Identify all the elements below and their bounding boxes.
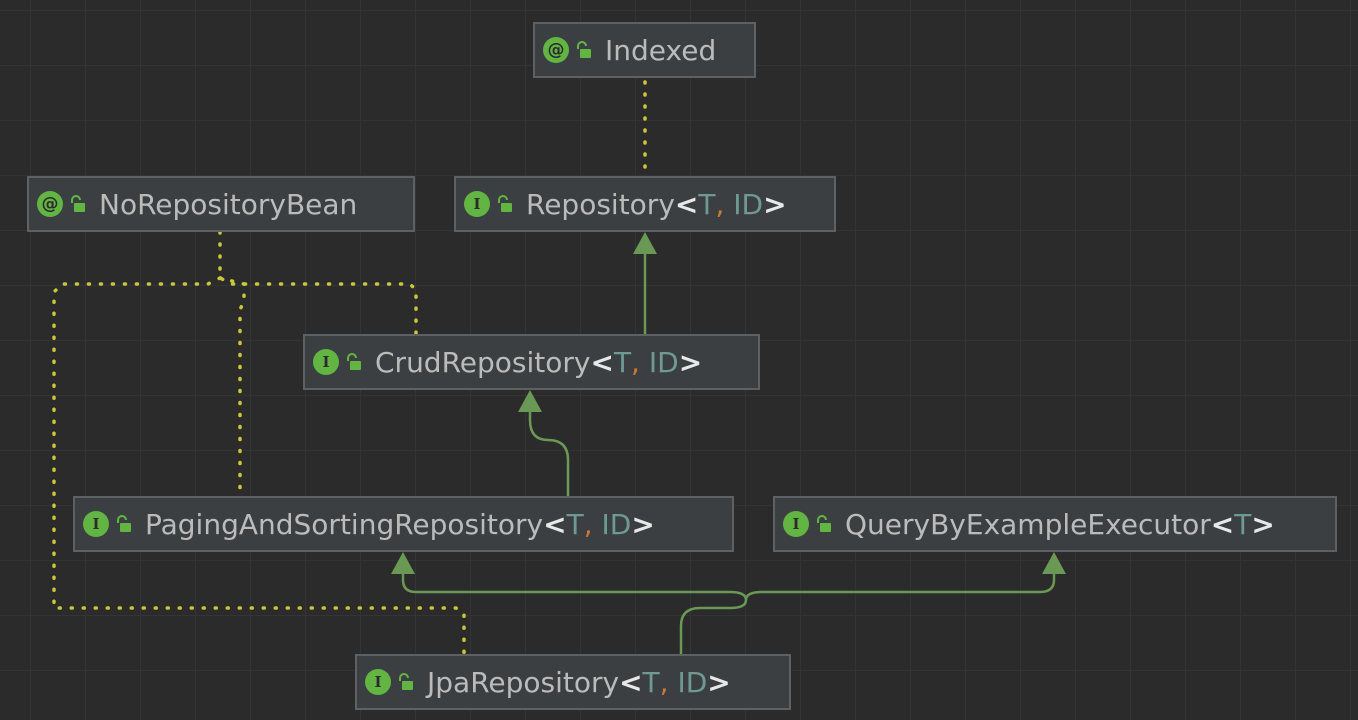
type-param: ID <box>648 345 679 379</box>
annotation-icon: @ <box>543 37 569 63</box>
type-name: CrudRepository <box>375 345 591 379</box>
extends-edges <box>401 252 1056 654</box>
unlocked-icon <box>575 41 591 59</box>
type-param-separator: , <box>583 507 602 541</box>
type-param: ID <box>733 187 764 221</box>
type-name: QueryByExampleExecutor <box>845 507 1211 541</box>
node-jpa-repository[interactable]: I JpaRepository<T, ID> <box>355 654 791 710</box>
type-name: PagingAndSortingRepository <box>145 507 544 541</box>
unlocked-icon <box>397 673 413 691</box>
type-name: Repository <box>526 187 675 221</box>
unlocked-icon <box>115 515 131 533</box>
arrowhead-query-by-example-executor <box>1042 552 1066 574</box>
interface-icon: I <box>464 191 490 217</box>
edge-jpa-no-repository-bean <box>52 276 466 656</box>
annotation-icon: @ <box>37 191 63 217</box>
type-param: T <box>566 507 584 541</box>
unlocked-icon <box>815 515 831 533</box>
generic-open: < <box>590 345 614 379</box>
edge-paging-crud <box>528 410 570 496</box>
node-label: NoRepositoryBean <box>99 188 357 221</box>
generic-close: > <box>763 187 787 221</box>
generic-open: < <box>619 665 643 699</box>
type-param: ID <box>677 665 708 699</box>
edge-jpa-paging <box>401 572 748 654</box>
edge-paging-no-repository-bean <box>218 276 246 494</box>
unlocked-icon <box>345 353 361 371</box>
node-no-repository-bean[interactable]: @ NoRepositoryBean <box>27 176 415 232</box>
generic-close: > <box>707 665 731 699</box>
node-label: QueryByExampleExecutor<T> <box>845 508 1275 541</box>
arrowhead-crud-repository <box>518 390 542 412</box>
generic-open: < <box>674 187 699 221</box>
generic-close: > <box>678 345 703 379</box>
generic-open: < <box>1210 507 1235 541</box>
node-label: JpaRepository<T, ID> <box>427 666 731 699</box>
type-name: JpaRepository <box>427 665 620 699</box>
extends-arrowheads <box>391 232 1066 574</box>
type-name: NoRepositoryBean <box>99 187 358 221</box>
type-param: T <box>698 187 716 221</box>
node-label: Indexed <box>605 34 716 67</box>
type-param-separator: , <box>715 187 734 221</box>
annotation-edges <box>52 80 647 656</box>
unlocked-icon <box>69 195 85 213</box>
node-repository[interactable]: I Repository<T, ID> <box>454 176 836 232</box>
arrowhead-paging-and-sorting-repository <box>391 552 415 574</box>
node-label: PagingAndSortingRepository<T, ID> <box>145 508 655 541</box>
node-indexed[interactable]: @ Indexed <box>533 22 756 78</box>
interface-icon: I <box>365 669 391 695</box>
type-param: T <box>1234 507 1252 541</box>
type-name: Indexed <box>605 33 717 67</box>
generic-close: > <box>631 507 655 541</box>
unlocked-icon <box>496 195 512 213</box>
interface-icon: I <box>83 511 109 537</box>
arrowhead-repository <box>633 232 657 254</box>
generic-open: < <box>543 507 567 541</box>
node-crud-repository[interactable]: I CrudRepository<T, ID> <box>303 334 760 390</box>
edge-jpa-query-by-example <box>744 572 1056 601</box>
type-param-separator: , <box>659 665 678 699</box>
type-param-separator: , <box>631 345 649 379</box>
type-param: T <box>613 345 632 379</box>
node-query-by-example-executor[interactable]: I QueryByExampleExecutor<T> <box>773 496 1337 552</box>
interface-icon: I <box>313 349 339 375</box>
node-label: Repository<T, ID> <box>526 188 787 221</box>
edge-crud-no-repository-bean <box>218 230 418 336</box>
generic-close: > <box>1251 507 1275 541</box>
node-paging-and-sorting-repository[interactable]: I PagingAndSortingRepository<T, ID> <box>73 496 734 552</box>
node-label: CrudRepository<T, ID> <box>375 346 702 379</box>
type-param: ID <box>601 507 632 541</box>
interface-icon: I <box>783 511 809 537</box>
type-param: T <box>642 665 660 699</box>
